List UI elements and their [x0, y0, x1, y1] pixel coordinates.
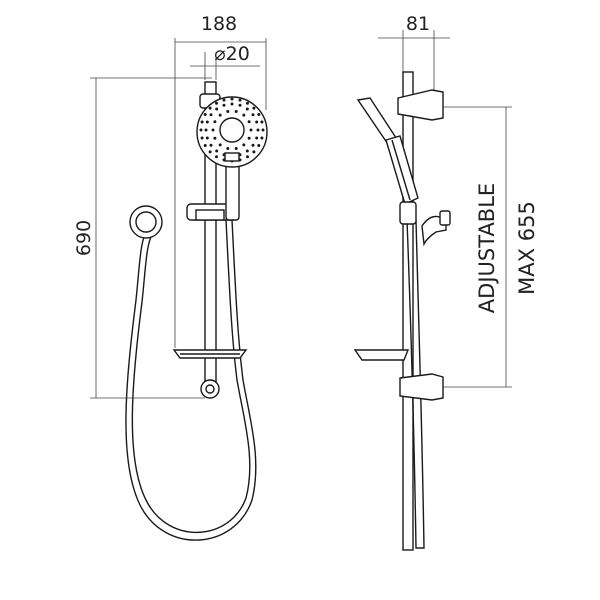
- spray-nozzle: [199, 128, 203, 132]
- side-bottom-bracket: [399, 373, 444, 401]
- spray-nozzle: [213, 136, 217, 140]
- front-view: 188 ⌀20 690: [73, 13, 268, 541]
- spray-nozzle: [205, 120, 209, 124]
- spray-nozzle: [211, 128, 215, 132]
- spray-nozzle: [257, 144, 261, 147]
- spray-nozzle: [242, 143, 246, 147]
- dim-label-adjustable: ADJUSTABLE: [475, 183, 499, 313]
- side-soap-dish: [353, 349, 410, 361]
- dim-label-81: 81: [406, 13, 430, 35]
- spray-nozzle: [213, 120, 217, 124]
- spray-nozzle: [209, 143, 213, 147]
- dim-label-max-655: MAX 655: [515, 201, 539, 295]
- spray-nozzle: [234, 110, 238, 113]
- spray-nozzle: [208, 106, 212, 110]
- spray-nozzle: [260, 136, 264, 140]
- spray-nozzle: [255, 120, 259, 124]
- spray-nozzle: [230, 97, 234, 101]
- spray-nozzle: [251, 113, 255, 117]
- spray-nozzle: [230, 102, 234, 106]
- side-hand-shower-handle: [385, 135, 419, 205]
- dim-label-dia-20: ⌀20: [214, 43, 250, 65]
- spray-nozzle: [222, 98, 226, 102]
- spray-nozzle: [222, 103, 226, 107]
- spray-nozzle: [246, 155, 249, 159]
- spray-nozzle: [203, 144, 207, 147]
- hand-shower-neck: [224, 152, 240, 162]
- spray-nozzle: [246, 101, 249, 105]
- spray-nozzle: [215, 155, 218, 159]
- side-top-bracket: [397, 89, 444, 121]
- dim-label-188: 188: [201, 13, 237, 35]
- spray-nozzle: [251, 143, 255, 147]
- spray-nozzle: [215, 107, 219, 111]
- side-rail: [402, 71, 414, 551]
- side-slider: [399, 201, 417, 225]
- spray-nozzle: [252, 106, 256, 110]
- spray-nozzle: [215, 101, 218, 105]
- spray-nozzle: [204, 128, 208, 132]
- spray-nozzle: [260, 120, 264, 124]
- dim-width-188: 188: [174, 13, 267, 348]
- spray-nozzle: [256, 128, 260, 132]
- dim-height-690: 690: [73, 77, 212, 399]
- slider-body: [195, 209, 225, 221]
- spray-nozzles: [199, 97, 265, 163]
- side-view: 81 ADJUSTABLE MAX 655: [353, 13, 539, 551]
- spray-nozzle: [257, 113, 261, 116]
- spray-nozzle: [200, 136, 204, 140]
- spray-nozzle: [209, 113, 213, 117]
- spray-nozzle: [247, 120, 251, 124]
- dim-diameter-20: ⌀20: [190, 43, 260, 80]
- spray-nozzle: [205, 136, 209, 140]
- spray-nozzle: [215, 149, 219, 153]
- spray-nozzle: [226, 147, 230, 150]
- spray-nozzle: [249, 128, 253, 132]
- spray-nozzle: [238, 103, 242, 107]
- shower-hose-inner: [131, 219, 251, 534]
- spray-nozzle: [208, 150, 212, 154]
- spray-nozzle: [234, 147, 238, 150]
- spray-nozzle: [261, 128, 265, 132]
- spray-nozzle: [245, 149, 249, 153]
- spray-nozzle: [218, 143, 222, 147]
- wall-outlet: [129, 205, 163, 239]
- spray-nozzle: [247, 136, 251, 140]
- spray-nozzle: [255, 136, 259, 140]
- spray-nozzle: [218, 113, 222, 117]
- dim-adjustable-655: ADJUSTABLE MAX 655: [440, 106, 539, 388]
- side-hose: [406, 219, 425, 549]
- spray-nozzle: [242, 113, 246, 117]
- spray-nozzle: [226, 110, 230, 113]
- spray-nozzle: [245, 107, 249, 111]
- spray-nozzle: [200, 120, 204, 124]
- spray-nozzle: [238, 98, 242, 102]
- spray-nozzle: [203, 113, 207, 116]
- shower-hose: [125, 219, 257, 541]
- dim-label-690: 690: [73, 220, 95, 256]
- hand-shower-centre: [219, 117, 245, 143]
- side-wall-outlet: [421, 210, 451, 247]
- dim-depth-81: 81: [378, 13, 450, 100]
- spray-nozzle: [252, 150, 256, 154]
